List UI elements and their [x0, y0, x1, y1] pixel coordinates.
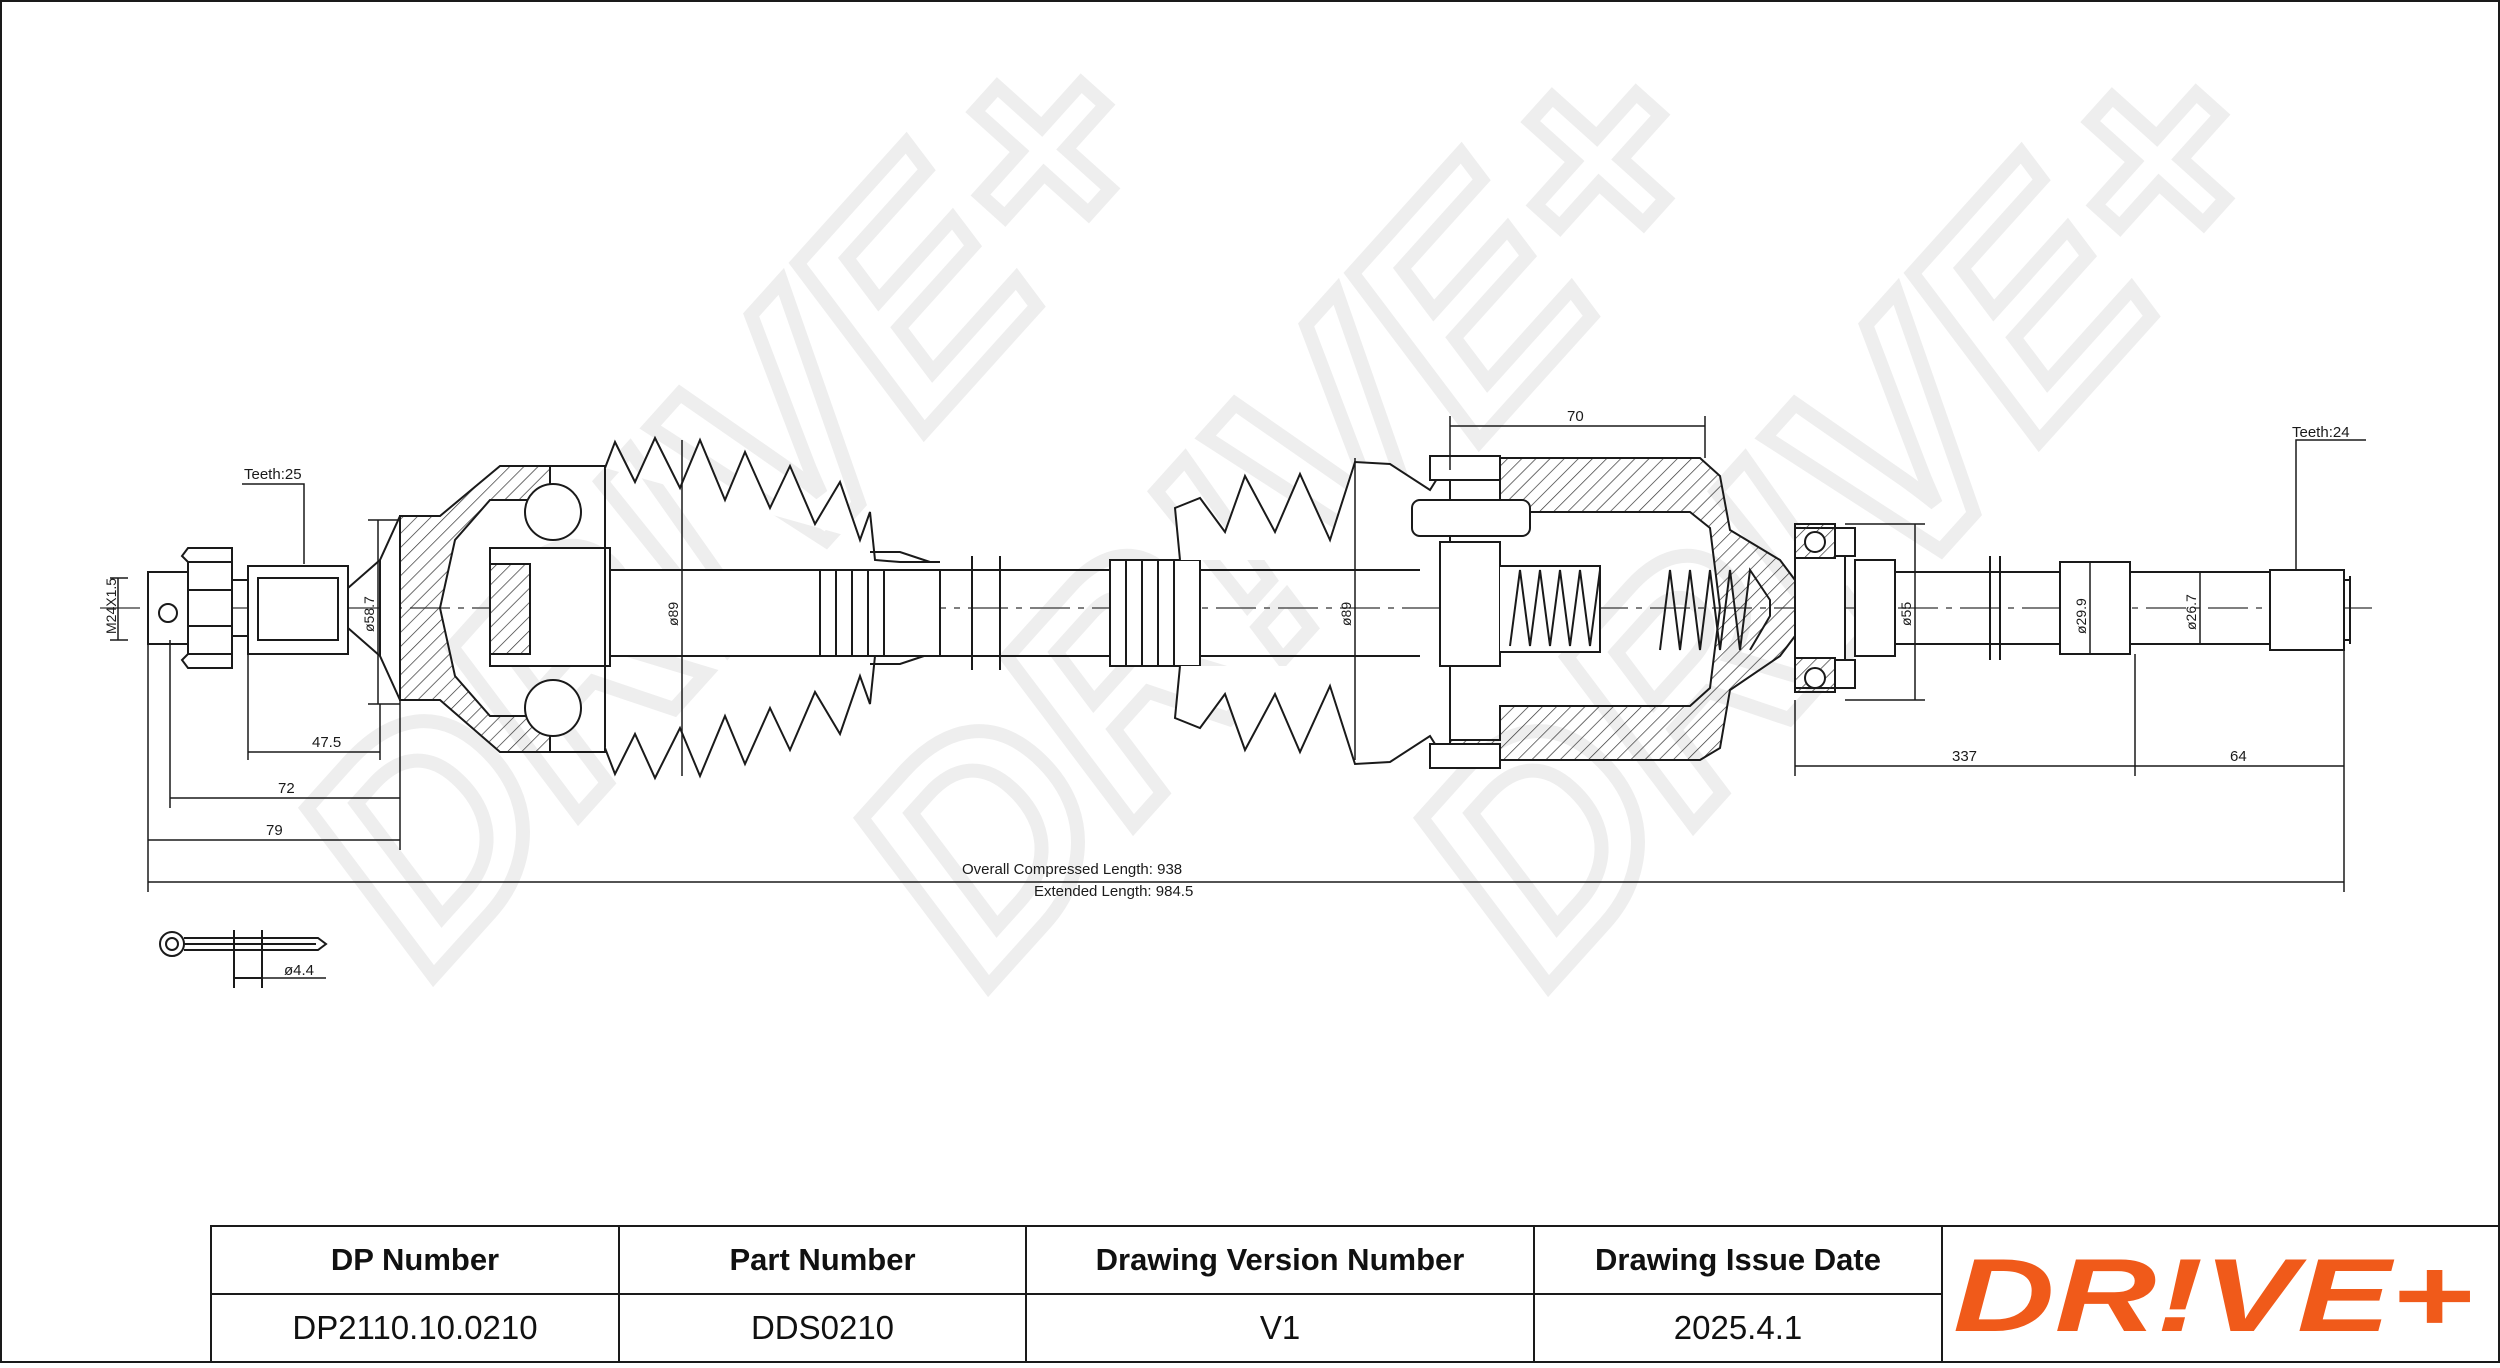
header-issue-date: Drawing Issue Date	[1533, 1225, 1943, 1295]
len-337-label: 337	[1952, 748, 1977, 765]
title-block: DP Number Part Number Drawing Version Nu…	[210, 1225, 2500, 1363]
teeth-right-label: Teeth:24	[2292, 424, 2350, 441]
drive-logo: DR!VE+	[1953, 1238, 2473, 1354]
left-nut	[147, 547, 381, 669]
dia-89-right-label: ø89	[1338, 602, 1354, 626]
overall-length-label: Overall Compressed Length: 938	[962, 861, 1182, 878]
len-64-label: 64	[2230, 748, 2247, 765]
thread-label: M24X1.5	[103, 578, 119, 634]
dia-26-7-label: ø26.7	[2183, 594, 2199, 630]
len-79-label: 79	[266, 822, 283, 839]
right-boot	[1173, 460, 1451, 766]
right-shaft	[1000, 559, 1420, 667]
tripod-housing	[1411, 455, 1796, 769]
logo-cell: DR!VE+	[1937, 1227, 2500, 1363]
dia-58-7-label: ø58.7	[361, 596, 377, 632]
cotter-pin	[159, 930, 328, 988]
dia-89-left-label: ø89	[665, 602, 681, 626]
break-lines	[971, 556, 1001, 670]
left-boot	[604, 435, 940, 781]
dia-29-9-label: ø29.9	[2073, 598, 2089, 634]
dia-55-label: ø55	[1898, 602, 1914, 626]
logo-text: DR!VE+	[1953, 1238, 2473, 1354]
extended-length-label: Extended Length: 984.5	[1034, 883, 1193, 900]
len-72-label: 72	[278, 780, 295, 797]
value-issue-date: 2025.4.1	[1533, 1293, 1943, 1363]
header-drawing-version: Drawing Version Number	[1025, 1225, 1535, 1295]
title-block-table: DP Number Part Number Drawing Version Nu…	[210, 1225, 1943, 1363]
pin-dia-label: ø4.4	[284, 962, 314, 979]
value-dp-number: DP2110.10.0210	[210, 1293, 620, 1363]
len-47-5-label: 47.5	[312, 734, 341, 751]
value-part-number: DDS0210	[618, 1293, 1027, 1363]
right-stub-shaft	[1794, 523, 2351, 693]
value-drawing-version: V1	[1025, 1293, 1535, 1363]
len-70-label: 70	[1567, 408, 1584, 425]
header-part-number: Part Number	[618, 1225, 1027, 1295]
dimension-lines	[110, 416, 2366, 979]
header-dp-number: DP Number	[210, 1225, 620, 1295]
teeth-left-label: Teeth:25	[244, 466, 302, 483]
left-inner-shaft	[609, 569, 1000, 657]
